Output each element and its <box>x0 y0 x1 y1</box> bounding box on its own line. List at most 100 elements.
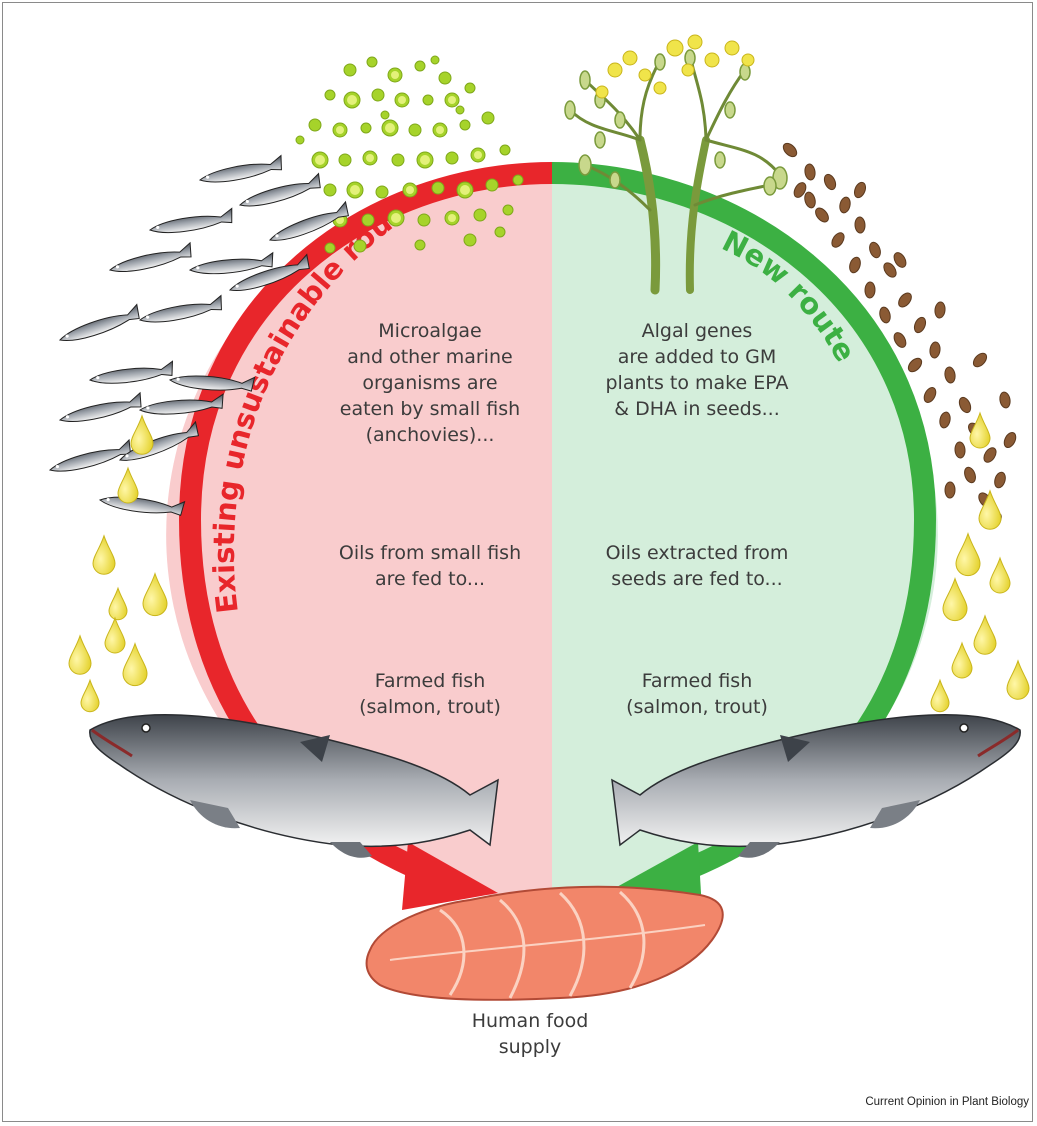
microalgae-cell <box>381 111 389 119</box>
seed <box>957 396 973 415</box>
microalgae-cell <box>431 56 439 64</box>
microalgae-cell <box>325 243 335 253</box>
microalgae-cell <box>367 57 377 67</box>
seed <box>971 351 989 370</box>
microalgae-core <box>448 214 456 222</box>
oil-drop <box>123 644 147 686</box>
seed <box>938 411 951 429</box>
microalgae-cell <box>503 205 513 215</box>
step-line: Oils extracted from <box>572 540 822 566</box>
seed <box>981 446 998 465</box>
microalgae-cell <box>309 119 321 131</box>
oil-drop <box>952 643 972 678</box>
anchovy-body <box>48 440 133 476</box>
microalgae-cell <box>418 214 430 226</box>
seed <box>945 482 955 498</box>
oil-drop <box>131 416 153 455</box>
microalgae-cell <box>372 89 384 101</box>
anchovy <box>89 361 174 386</box>
microalgae-cell <box>482 112 494 124</box>
anchovy <box>57 305 142 346</box>
oil-drop <box>143 574 167 616</box>
microalgae-core <box>315 155 325 165</box>
step-line: (salmon, trout) <box>572 694 822 720</box>
seed <box>993 471 1007 489</box>
microalgae-cell <box>423 95 433 105</box>
oil-drop <box>956 534 980 576</box>
microalgae-cell <box>465 83 475 93</box>
step-line: Algal genes <box>572 318 822 344</box>
seed <box>855 217 866 234</box>
seed <box>934 302 946 319</box>
oil-drop <box>69 636 91 675</box>
microalgae-cell <box>415 240 425 250</box>
microalgae-cell <box>362 214 374 226</box>
microalgae-cell <box>344 64 356 76</box>
new-step-3: Farmed fish (salmon, trout) <box>572 668 822 720</box>
microalgae-cell <box>339 154 351 166</box>
oil-drop <box>974 616 996 655</box>
outcome-label: Human food supply <box>430 1008 630 1060</box>
microalgae-core <box>436 126 444 134</box>
microalgae-cell <box>446 152 458 164</box>
anchovy-body <box>89 361 174 386</box>
step-line: are fed to... <box>300 566 560 592</box>
anchovy <box>149 208 234 236</box>
microalgae-cell <box>464 234 476 246</box>
microalgae-cell <box>415 61 425 71</box>
seed <box>781 141 799 159</box>
oil-drop <box>1007 661 1029 700</box>
microalgae-core <box>366 154 374 162</box>
existing-step-3: Farmed fish (salmon, trout) <box>300 668 560 720</box>
microalgae-core <box>474 151 482 159</box>
step-line: are added to GM <box>572 344 822 370</box>
oil-drop <box>93 536 115 575</box>
seed <box>912 316 927 335</box>
microalgae-core <box>336 126 344 134</box>
seed <box>922 386 938 405</box>
seed <box>1002 431 1018 450</box>
anchovy <box>108 243 194 276</box>
step-line: (salmon, trout) <box>300 694 560 720</box>
seed <box>999 391 1012 408</box>
step-line: Microalgae <box>300 318 560 344</box>
microalgae-cell <box>460 120 470 130</box>
seed <box>944 366 956 383</box>
microalgae-cell <box>513 175 523 185</box>
microalgae-core <box>420 155 430 165</box>
microalgae-core <box>391 213 401 223</box>
microalgae-core <box>350 185 360 195</box>
microalgae-cell <box>409 124 421 136</box>
anchovy <box>58 393 144 426</box>
oil-drop <box>990 558 1010 593</box>
oil-drop <box>943 579 967 621</box>
oil-drop <box>970 413 990 448</box>
step-line: seeds are fed to... <box>572 566 822 592</box>
seed <box>929 341 941 358</box>
new-step-1: Algal genes are added to GM plants to ma… <box>572 318 822 422</box>
seed <box>954 442 965 459</box>
microalgae-cell <box>296 136 304 144</box>
seed <box>813 206 831 225</box>
step-line: plants to make EPA <box>572 370 822 396</box>
oil-drop <box>105 618 125 653</box>
anchovy-body <box>57 305 142 346</box>
microalgae-cell <box>392 154 404 166</box>
microalgae-core <box>385 123 395 133</box>
microalgae-cell <box>432 182 444 194</box>
microalgae-cell <box>376 186 388 198</box>
seed <box>963 466 978 484</box>
seed <box>906 356 924 374</box>
seed <box>865 282 876 298</box>
microalgae-cell <box>474 209 486 221</box>
microalgae-core <box>391 71 399 79</box>
seed <box>803 191 817 209</box>
step-line: (anchovies)... <box>300 422 560 448</box>
anchovy-body <box>149 208 234 236</box>
anchovy-body <box>58 393 144 426</box>
seed <box>848 256 862 274</box>
seed <box>892 331 909 350</box>
seed <box>804 163 816 180</box>
oil-drop <box>118 468 138 503</box>
anchovy-body <box>198 156 284 187</box>
